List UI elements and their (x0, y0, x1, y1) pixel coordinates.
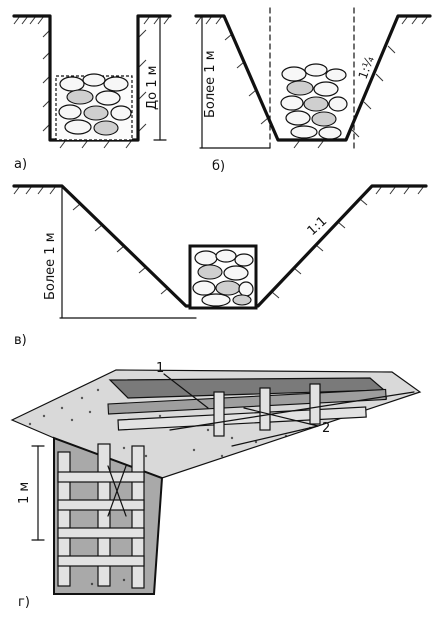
panel-d-depth-label: 1 м (17, 482, 32, 504)
panel-d-callout-1-leader (163, 373, 209, 409)
panel-c-stone-container (188, 244, 258, 310)
panel-b-label: б) (212, 159, 225, 174)
panel-c-ground-hatching (13, 185, 425, 299)
panel-a-label: а) (14, 157, 27, 172)
panel-a-vertical-trench: До 1 м а) (12, 14, 172, 172)
panel-d-callout-2-leader-a (243, 407, 319, 427)
panel-c-wide-sloped-trench: Более 1 м 1:1 в) (12, 184, 428, 348)
panel-a-stone-pile (55, 73, 133, 141)
panel-d-callout-2-leader-b (231, 425, 319, 447)
panel-b-depth-label: Более 1 м (203, 50, 218, 118)
panel-a-ground-hatching (13, 15, 171, 149)
panel-d-callout-1: 1 (156, 361, 164, 376)
panel-d-planks (57, 443, 145, 589)
panel-c-depth-label: Более 1 м (43, 232, 58, 300)
panel-b-trapezoidal-trench: Более 1 м 1:¼ б) (194, 7, 432, 174)
panel-a-depth-label: До 1 м (145, 66, 160, 110)
panel-b-stone-pile (280, 63, 348, 140)
panel-d-timbered-trench-perspective: 1 м 1 2 г) (10, 361, 422, 610)
panel-b-trench-outline (194, 14, 432, 142)
panel-d-label: г) (18, 595, 30, 610)
panel-c-label: в) (14, 333, 27, 348)
panel-d-pipe-line (169, 391, 415, 431)
panel-d-callout-2: 2 (322, 421, 330, 436)
panel-b-ground-hatching (195, 15, 429, 149)
